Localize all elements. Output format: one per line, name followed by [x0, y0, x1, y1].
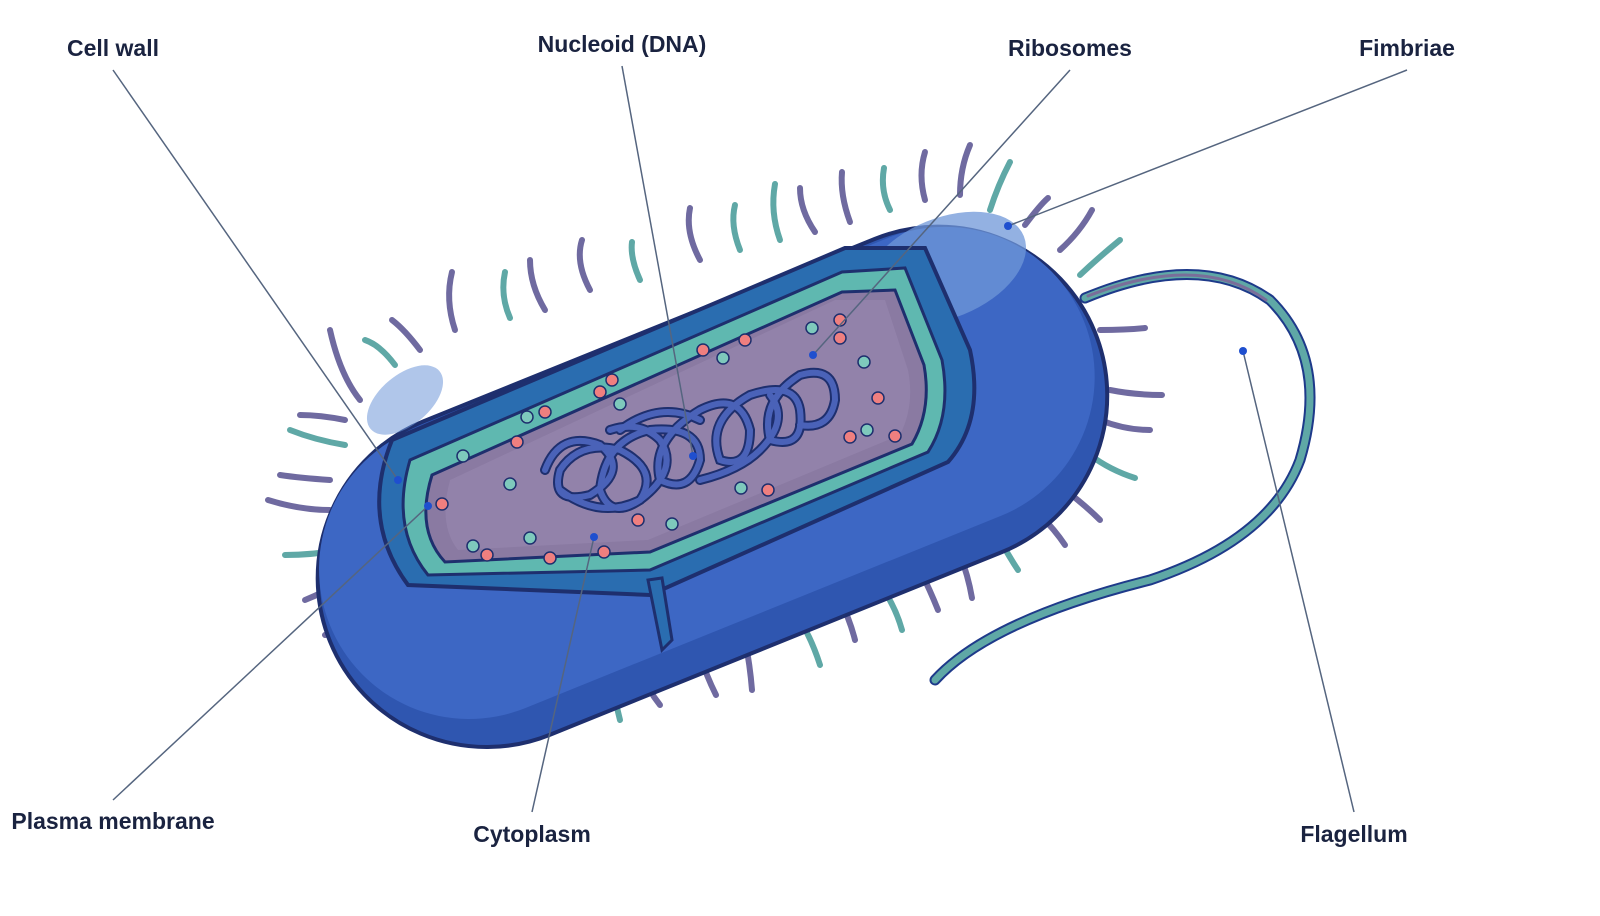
- nucleoid-dna: [540, 367, 841, 513]
- anchor-ribosomes: [809, 351, 817, 359]
- anchor-cytoplasm: [590, 533, 598, 541]
- anchor-flagellum: [1239, 347, 1247, 355]
- label-cytoplasm: Cytoplasm: [473, 821, 591, 847]
- anchor-dots: [394, 222, 1247, 541]
- anchor-plasma-membrane: [424, 502, 432, 510]
- flagellum: [929, 269, 1316, 686]
- label-nucleoid: Nucleoid (DNA): [538, 31, 707, 57]
- leader-lines: [112, 65, 1408, 813]
- label-plasma-membrane: Plasma membrane: [11, 808, 214, 834]
- label-cell-wall: Cell wall: [67, 35, 159, 61]
- ribosomes: [435, 313, 902, 565]
- label-flagellum: Flagellum: [1300, 821, 1407, 847]
- label-ribosomes: Ribosomes: [1008, 35, 1132, 61]
- anchor-nucleoid: [689, 452, 697, 460]
- anchor-fimbriae: [1004, 222, 1012, 230]
- anchor-cell-wall: [394, 476, 402, 484]
- label-fimbriae: Fimbriae: [1359, 35, 1455, 61]
